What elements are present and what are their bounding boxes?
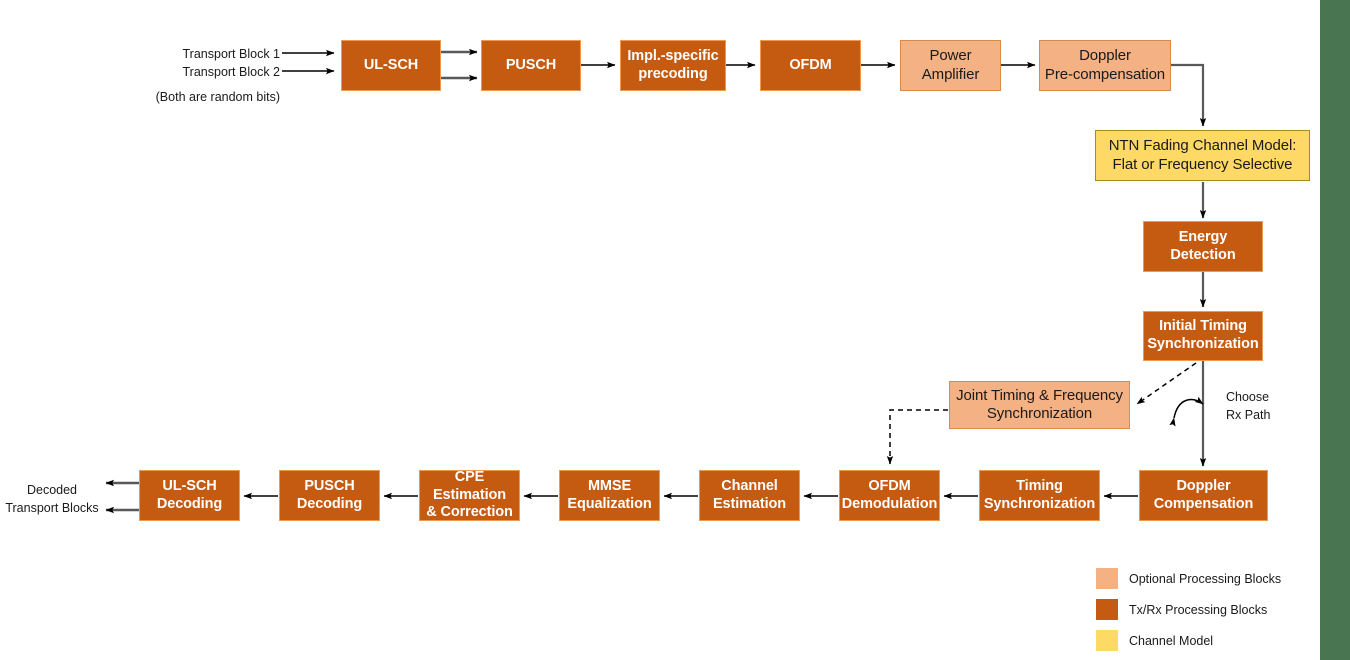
legend-label-txrx: Tx/Rx Processing Blocks <box>1129 602 1268 617</box>
wire-doppler-to-channel <box>1171 63 1207 127</box>
input-label-random-bits-note: (Both are random bits) <box>155 90 280 104</box>
block-ul-sch-decoding[interactable]: UL-SCH Decoding <box>139 470 240 521</box>
block-doppler-pre-compensation[interactable]: Doppler Pre-compensation <box>1039 40 1171 91</box>
legend-swatch-txrx <box>1096 599 1118 620</box>
block-joint-timing-frequency-synchronization[interactable]: Joint Timing & Frequency Synchronization <box>949 381 1130 429</box>
block-channel-estimation[interactable]: Channel Estimation <box>699 470 800 521</box>
input-label-transport-block-2: Transport Block 2 <box>182 65 281 79</box>
legend-item-optional: Optional Processing Blocks <box>1096 563 1311 594</box>
block-pusch-decoding[interactable]: PUSCH Decoding <box>279 470 380 521</box>
legend: Optional Processing Blocks Tx/Rx Process… <box>1096 563 1311 656</box>
legend-item-channel: Channel Model <box>1096 625 1311 656</box>
block-doppler-compensation[interactable]: Doppler Compensation <box>1139 470 1268 521</box>
wire-dashed-joint-ofdmdemod <box>886 409 948 465</box>
legend-label-channel: Channel Model <box>1129 633 1214 648</box>
block-power-amplifier[interactable]: Power Amplifier <box>900 40 1001 91</box>
legend-label-optional: Optional Processing Blocks <box>1129 571 1282 586</box>
block-impl-specific-precoding[interactable]: Impl.-specific precoding <box>620 40 726 91</box>
choose-rx-path-label: Choose Rx Path <box>1226 390 1271 423</box>
block-pusch[interactable]: PUSCH <box>481 40 581 91</box>
block-mmse-equalization[interactable]: MMSE Equalization <box>559 470 660 521</box>
block-ul-sch[interactable]: UL-SCH <box>341 40 441 91</box>
block-ntn-fading-channel-model[interactable]: NTN Fading Channel Model: Flat or Freque… <box>1095 130 1310 181</box>
block-cpe-estimation-correction[interactable]: CPE Estimation & Correction <box>419 469 520 521</box>
block-ofdm[interactable]: OFDM <box>760 40 861 91</box>
wire-choose-branch <box>1169 396 1204 427</box>
output-label-decoded-transport-blocks: Decoded Transport Blocks <box>5 483 99 516</box>
block-timing-synchronization[interactable]: Timing Synchronization <box>979 470 1100 521</box>
input-label-transport-block-1: Transport Block 1 <box>182 47 281 61</box>
block-initial-timing-synchronization[interactable]: Initial Timing Synchronization <box>1143 311 1263 361</box>
wire-dashed-initialsync-joint <box>1136 362 1197 405</box>
block-ofdm-demodulation[interactable]: OFDM Demodulation <box>839 470 940 521</box>
legend-item-txrx: Tx/Rx Processing Blocks <box>1096 594 1311 625</box>
legend-swatch-optional <box>1096 568 1118 589</box>
block-energy-detection[interactable]: Energy Detection <box>1143 221 1263 272</box>
right-edge-strip <box>1320 0 1350 660</box>
legend-swatch-channel <box>1096 630 1118 651</box>
